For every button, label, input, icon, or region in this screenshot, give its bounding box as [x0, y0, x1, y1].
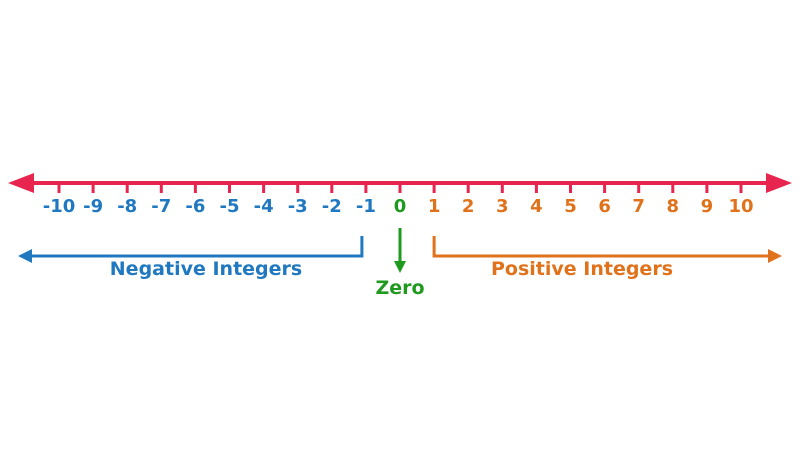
tick-label: 0 [394, 196, 407, 217]
tick-label: -10 [43, 196, 76, 217]
number-line-ticks [57, 182, 743, 193]
tick-label: 4 [530, 196, 543, 217]
tick-label: -7 [151, 196, 171, 217]
tick-label: -3 [288, 196, 308, 217]
positive-integers-arrowhead [768, 249, 782, 263]
tick-label: 8 [667, 196, 680, 217]
tick-label: 7 [632, 196, 645, 217]
tick-label: -9 [83, 196, 103, 217]
positive-integers-label: Positive Integers [491, 258, 673, 280]
tick-label: -5 [220, 196, 240, 217]
axis-left-arrowhead [8, 173, 34, 193]
tick-label: -1 [356, 196, 376, 217]
axis-right-arrowhead [766, 173, 792, 193]
tick-label: -4 [254, 196, 274, 217]
negative-integers-label: Negative Integers [110, 258, 302, 280]
zero-label: Zero [375, 277, 424, 299]
tick-label: 3 [496, 196, 509, 217]
tick-label: 1 [428, 196, 441, 217]
tick-label: 6 [598, 196, 611, 217]
positive-integers-group: Positive Integers [432, 236, 782, 280]
negative-integers-arrow [30, 236, 364, 258]
positive-integers-arrow [432, 236, 770, 258]
tick-label: 9 [701, 196, 714, 217]
tick-label: 10 [728, 196, 753, 217]
tick-label: 5 [564, 196, 577, 217]
zero-arrowhead [394, 261, 406, 273]
zero-group: Zero [375, 228, 425, 299]
tick-label: -2 [322, 196, 342, 217]
tick-label: -6 [185, 196, 205, 217]
tick-label: 2 [462, 196, 475, 217]
tick-label: -8 [117, 196, 137, 217]
negative-integers-group: Negative Integers [18, 236, 364, 280]
negative-integers-arrowhead [18, 249, 32, 263]
